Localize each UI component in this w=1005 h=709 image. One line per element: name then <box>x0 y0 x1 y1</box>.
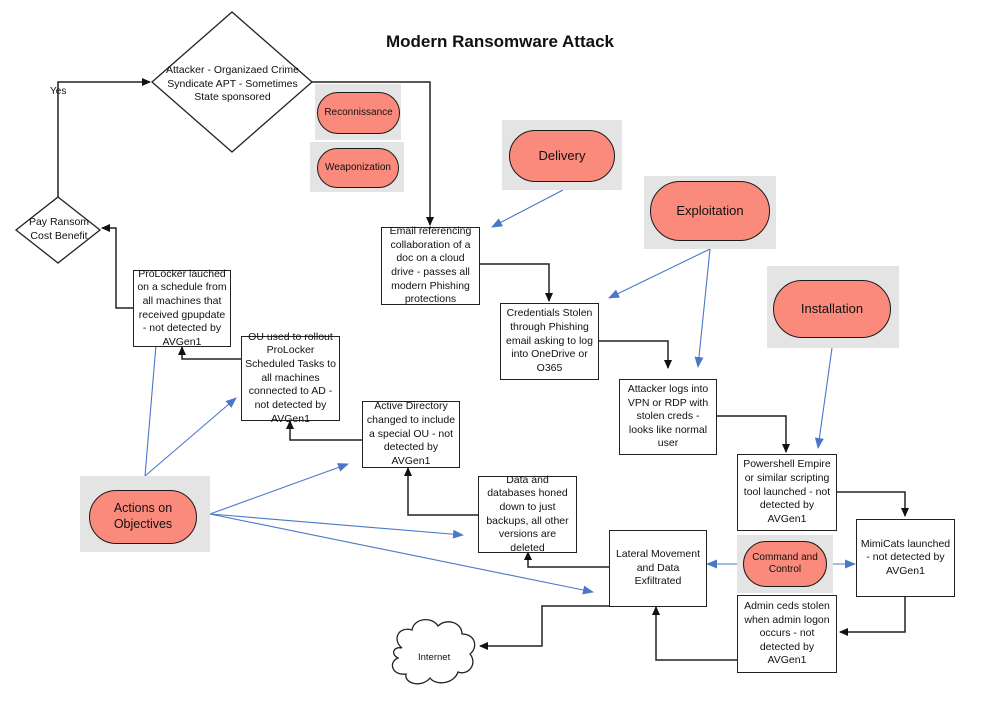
actions-objectives-phase: Actions on Objectives <box>89 490 197 544</box>
installation-phase: Installation <box>773 280 891 338</box>
powershell-step-box: Powershell Empire or similar scripting t… <box>737 454 837 531</box>
arrow-actions-to-data <box>209 513 464 539</box>
connector-mimicats-to-admin <box>839 596 906 636</box>
pay-ransom-decision-label: Pay Ransom Cost Benefit <box>28 216 90 242</box>
admin-creds-step-box: Admin ceds stolen when admin logon occur… <box>737 595 837 673</box>
connector-lateral-to-data <box>524 551 609 568</box>
arrow-actions-to-ou <box>144 397 237 477</box>
weaponization-phase: Weaponization <box>317 148 399 188</box>
lateral-movement-step-box: Lateral Movement and Data Exfiltrated <box>609 530 707 607</box>
delivery-phase: Delivery <box>509 130 615 182</box>
arrow-exploitation-to-vpn <box>694 248 711 368</box>
arrow-exploitation-to-credentials <box>608 248 711 299</box>
arrow-installation-to-powershell <box>814 347 833 449</box>
pay-ransom-decision-diamond <box>14 196 102 264</box>
arrow-actions-to-lateral <box>209 513 594 595</box>
reconnaissance-phase: Reconnissance <box>317 92 400 134</box>
connector-email-to-credentials <box>479 263 553 302</box>
connector-vpn-to-powershell <box>716 415 790 453</box>
mimicats-step-box: MimiCats launched - not detected by AVGe… <box>856 519 955 597</box>
internet-cloud <box>391 619 476 685</box>
yes-label: Yes <box>50 86 67 97</box>
vpn-login-step-box: Attacker logs into VPN or RDP with stole… <box>619 379 717 455</box>
ou-rollout-step-box: OU used to rollout ProLocker Scheduled T… <box>241 331 340 425</box>
connector-yes-loop <box>57 78 151 197</box>
arrow-delivery-to-email <box>491 189 564 228</box>
attacker-decision-diamond <box>151 11 313 153</box>
connector-ou-to-prolocker <box>178 346 241 360</box>
diagram-title: Modern Ransomware Attack <box>386 32 614 51</box>
connector-data-to-ad <box>404 467 478 516</box>
connector-credentials-to-vpn <box>598 340 672 369</box>
connector-ad-to-ou <box>286 420 362 441</box>
internet-label: Internet <box>418 652 451 663</box>
active-directory-step-box: Active Directory changed to include a sp… <box>362 400 460 468</box>
connector-attacker-to-email <box>312 81 434 226</box>
attacker-decision-label: Attacker - Organizaed Crime Syndicate AP… <box>165 64 300 104</box>
connector-powershell-to-mimicats <box>836 491 909 517</box>
arrow-actions-to-ad <box>209 463 349 515</box>
arrow-actions-to-prolocker <box>144 332 161 477</box>
credentials-step-box: Credentials Stolen through Phishing emai… <box>500 303 599 380</box>
prolocker-step-box: ProLocker lauched on a schedule from all… <box>133 268 231 348</box>
connector-admin-to-lateral <box>652 606 737 661</box>
email-step-box: Email referencing collaboration of a doc… <box>381 225 480 305</box>
command-control-phase: Command and Control <box>743 541 827 587</box>
connector-prolocker-to-payransom <box>101 224 134 309</box>
connector-lateral-to-internet <box>479 605 609 650</box>
data-backups-step-box: Data and databases honed down to just ba… <box>478 474 577 554</box>
exploitation-phase: Exploitation <box>650 181 770 241</box>
